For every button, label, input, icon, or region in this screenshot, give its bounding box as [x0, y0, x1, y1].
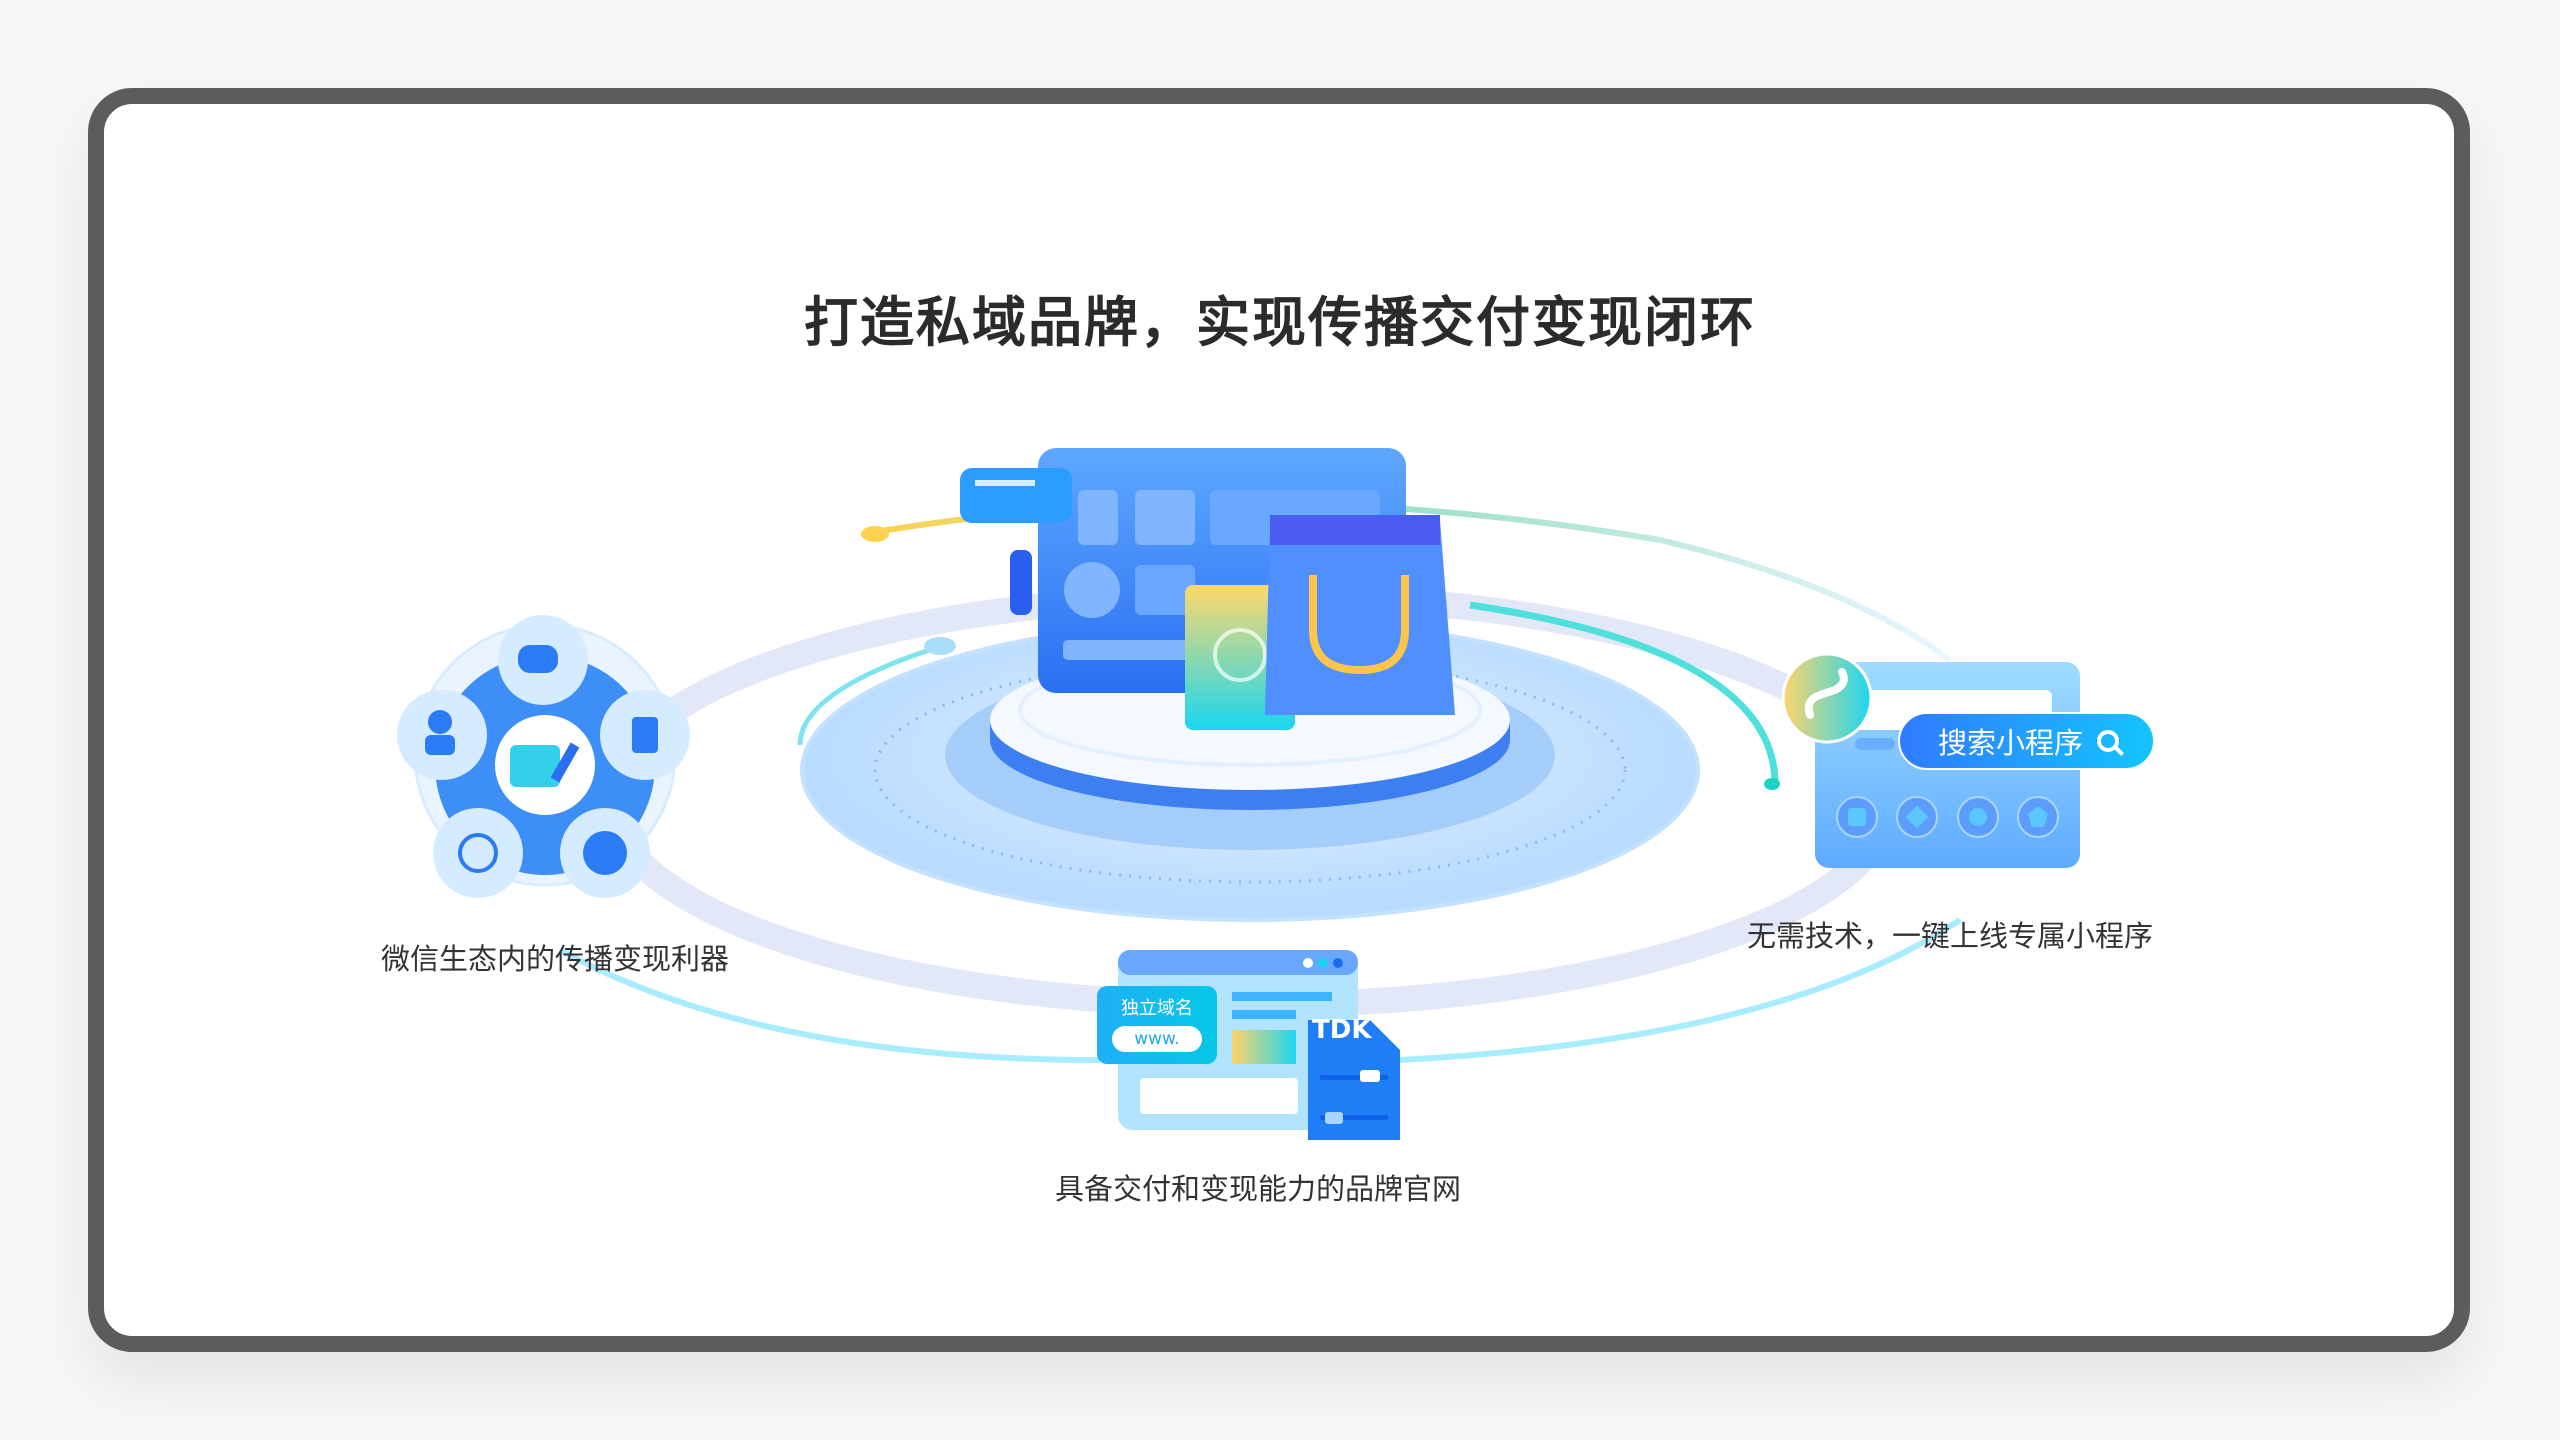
search-miniprogram-pill: 搜索小程序 — [1898, 712, 2155, 770]
miniprogram-logo-icon — [1781, 652, 1873, 744]
tdk-label: TDK — [1312, 1015, 1372, 1045]
feature-label-website: 具备交付和变现能力的品牌官网 — [1054, 1172, 1462, 1206]
feature-label-wechat: 微信生态内的传播变现利器 — [380, 942, 730, 976]
url-field: www. — [1112, 1026, 1202, 1052]
feature-label-miniprogram: 无需技术，一键上线专属小程序 — [1746, 919, 2154, 953]
search-miniprogram-label: 搜索小程序 — [1938, 726, 2084, 760]
page-title: 打造私域品牌，实现传播交付变现闭环 — [804, 291, 1756, 354]
domain-card: 独立域名 www. — [1097, 986, 1217, 1064]
search-icon — [2097, 730, 2120, 752]
wechat-cluster — [397, 615, 690, 898]
shopping-bag — [1265, 520, 1455, 715]
orbit-arc-bottom — [558, 917, 1962, 1063]
domain-label: 独立域名 — [1121, 998, 1193, 1019]
